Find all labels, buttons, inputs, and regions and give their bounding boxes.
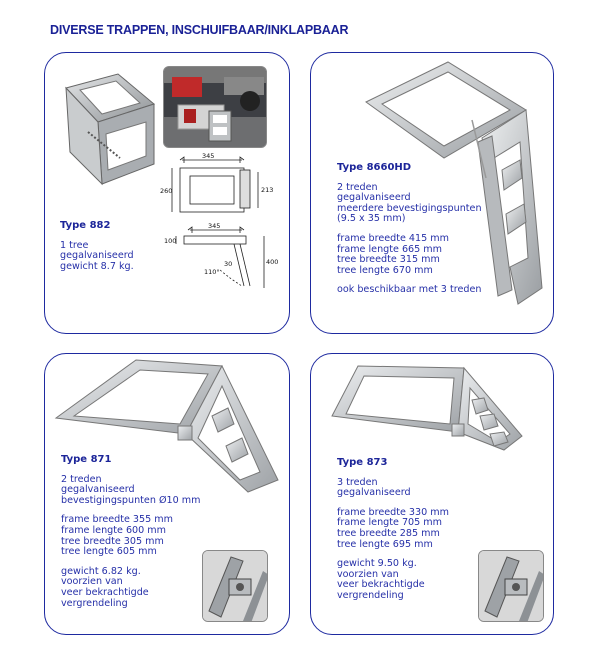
text-line: gewicht 9.50 kg. <box>337 558 417 570</box>
spec-line: tree breedte 305 mm <box>61 535 164 547</box>
text-line: meerdere bevestigingspunten <box>337 202 482 214</box>
dim-side-width: 345 <box>208 222 220 230</box>
truck-photo <box>163 66 267 148</box>
text-line: 2 treden <box>61 473 102 485</box>
latch-photo-873 <box>478 550 544 622</box>
latch-photo-871 <box>202 550 268 622</box>
text-line: gegalvaniseerd <box>337 192 411 204</box>
text-line: (9.5 x 35 mm) <box>337 213 406 225</box>
spec-line: tree lengte 605 mm <box>61 546 157 558</box>
product-text-882: Type 882 1 tree gegalvaniseerd gewicht 8… <box>60 220 134 272</box>
spec-line: tree breedte 285 mm <box>337 527 440 539</box>
spec-line: tree lengte 695 mm <box>337 538 433 550</box>
step-871-image <box>54 359 279 493</box>
product-title: Type 882 <box>60 220 111 231</box>
text-line: 3 treden <box>337 476 378 488</box>
step-8660hd-image <box>365 61 543 305</box>
spec-line: frame lengte 600 mm <box>61 524 167 536</box>
text-line: veer bekrachtigde <box>61 586 149 598</box>
text-line: 1 tree <box>60 239 89 251</box>
spec-line: tree breedte 315 mm <box>337 254 440 266</box>
text-line: voorzien van <box>61 576 123 588</box>
spec-line: frame breedte 355 mm <box>61 514 173 526</box>
text-line: vergrendeling <box>337 589 404 601</box>
text-line: gewicht 8.7 kg. <box>60 260 134 272</box>
text-line: gegalvaniseerd <box>60 250 134 262</box>
spec-line: frame lengte 705 mm <box>337 517 443 529</box>
text-line: bevestigingspunten Ø10 mm <box>61 494 201 506</box>
spec-line: frame breedte 330 mm <box>337 506 449 518</box>
product-title: Type 873 <box>337 457 388 468</box>
spec-line: frame breedte 415 mm <box>337 232 449 244</box>
page-title: DIVERSE TRAPPEN, INSCHUIFBAAR/INKLAPBAAR <box>50 23 349 37</box>
step-873-image <box>331 365 523 451</box>
text-line: veer bekrachtigde <box>337 579 425 591</box>
technical-drawing-882: 345 260 213 345 100 400 30 110° <box>160 152 278 288</box>
product-title: Type 8660HD <box>337 162 412 173</box>
text-line: 2 treden <box>337 181 378 193</box>
spec-line: tree lengte 670 mm <box>337 264 433 276</box>
dim-angle: 110° <box>204 268 220 276</box>
product-text-8660hd: Type 8660HD 2 treden gegalvaniseerd meer… <box>337 162 482 296</box>
text-line: gewicht 6.82 kg. <box>61 565 141 577</box>
dim-side-left: 100 <box>164 237 176 245</box>
text-line: gegalvaniseerd <box>337 487 411 499</box>
availability-note: ook beschikbaar met 3 treden <box>337 284 482 296</box>
product-text-873: Type 873 3 treden gegalvaniseerd frame b… <box>337 457 449 602</box>
dim-30: 30 <box>224 260 232 268</box>
text-line: voorzien van <box>337 568 399 580</box>
spec-line: frame lengte 665 mm <box>337 243 443 255</box>
product-title: Type 871 <box>61 454 112 465</box>
dim-height-right: 213 <box>261 186 273 194</box>
dim-height-left: 260 <box>160 187 172 195</box>
dim-side-right: 400 <box>266 258 278 266</box>
text-line: gegalvaniseerd <box>61 484 135 496</box>
product-text-871: Type 871 2 treden gegalvaniseerd bevesti… <box>61 454 201 609</box>
step-882-image <box>65 73 156 186</box>
dim-top-width: 345 <box>202 152 214 160</box>
text-line: vergrendeling <box>61 597 128 609</box>
